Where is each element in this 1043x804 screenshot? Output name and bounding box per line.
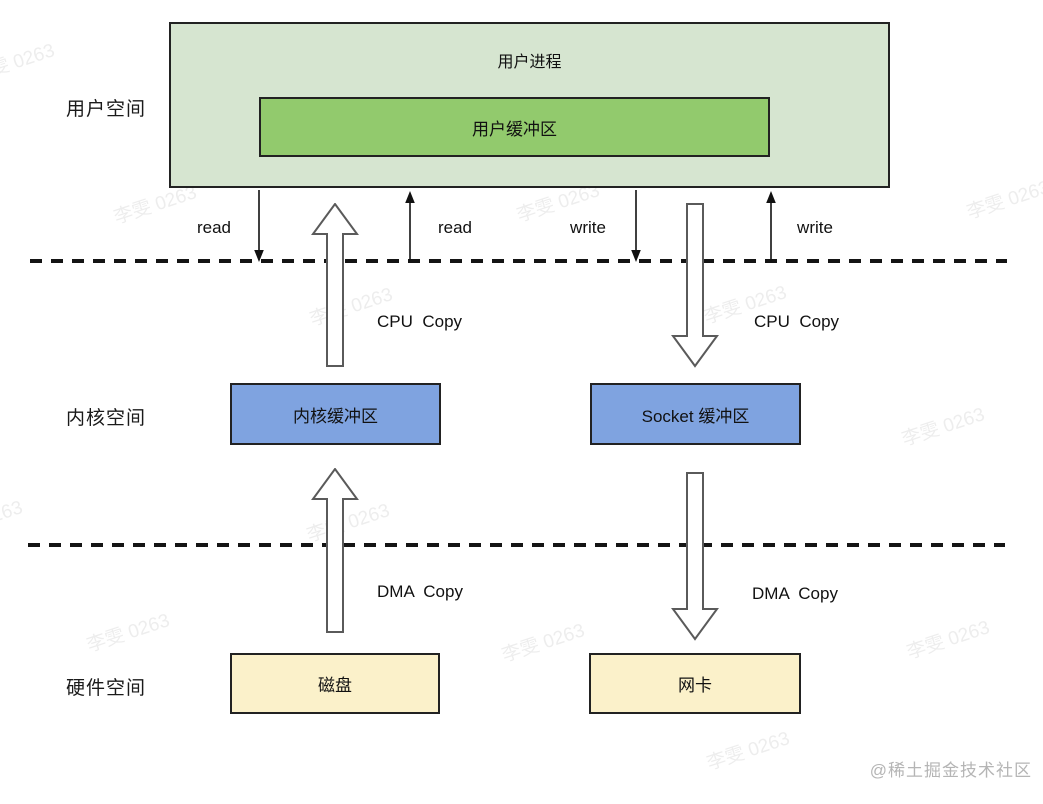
label-user-space: 用户空间: [65, 99, 146, 120]
dma-copy-down-arrow-icon: [671, 472, 719, 641]
watermark: 李雯 0263: [499, 620, 588, 667]
nic-label: 网卡: [678, 676, 712, 695]
user-buffer-label: 用户缓冲区: [472, 119, 557, 139]
disk-box: 磁盘: [230, 653, 440, 714]
socket-buffer-box: Socket 缓冲区: [590, 383, 801, 445]
disk-label: 磁盘: [318, 676, 352, 695]
user-process-label: 用户进程: [497, 54, 562, 71]
cpu-copy-label-left: CPU Copy: [377, 312, 463, 331]
watermark: 李雯 0263: [899, 404, 988, 451]
write-label-left: write: [570, 218, 606, 237]
kernel-hardware-boundary-line: [28, 543, 1005, 547]
kernel-buffer-box: 内核缓冲区: [230, 383, 441, 445]
watermark: 李雯 0263: [84, 610, 173, 657]
socket-buffer-label: Socket 缓冲区: [641, 406, 750, 426]
watermark: 李雯 0263: [904, 617, 993, 664]
dma-copy-up-arrow-icon: [311, 468, 359, 633]
read-label-right: read: [437, 218, 473, 237]
write-down-arrow-icon: [631, 190, 641, 262]
credit-watermark: @稀土掘金技术社区: [869, 761, 1032, 780]
user-buffer-box: 用户缓冲区: [259, 97, 770, 157]
watermark: 李雯 0263: [704, 728, 793, 775]
cpu-copy-down-arrow-icon: [671, 203, 719, 368]
label-hardware-space: 硬件空间: [65, 678, 146, 699]
read-up-arrow-icon: [405, 191, 415, 261]
user-kernel-boundary-line: [30, 259, 1007, 263]
watermark: 李雯 0263: [964, 177, 1043, 224]
dma-copy-label-right: DMA Copy: [752, 584, 838, 603]
cpu-copy-up-arrow-icon: [311, 203, 359, 367]
read-down-arrow-icon: [254, 190, 264, 262]
write-up-arrow-icon: [766, 191, 776, 262]
watermark: 李雯 0263: [0, 40, 58, 87]
nic-box: 网卡: [589, 653, 801, 714]
kernel-buffer-label: 内核缓冲区: [293, 406, 378, 426]
dma-copy-label-left: DMA Copy: [377, 582, 463, 601]
cpu-copy-label-right: CPU Copy: [754, 312, 840, 331]
write-label-right: write: [797, 218, 833, 237]
label-kernel-space: 内核空间: [65, 408, 146, 429]
watermark: 李雯 0263: [0, 497, 26, 531]
read-label-left: read: [196, 218, 232, 237]
